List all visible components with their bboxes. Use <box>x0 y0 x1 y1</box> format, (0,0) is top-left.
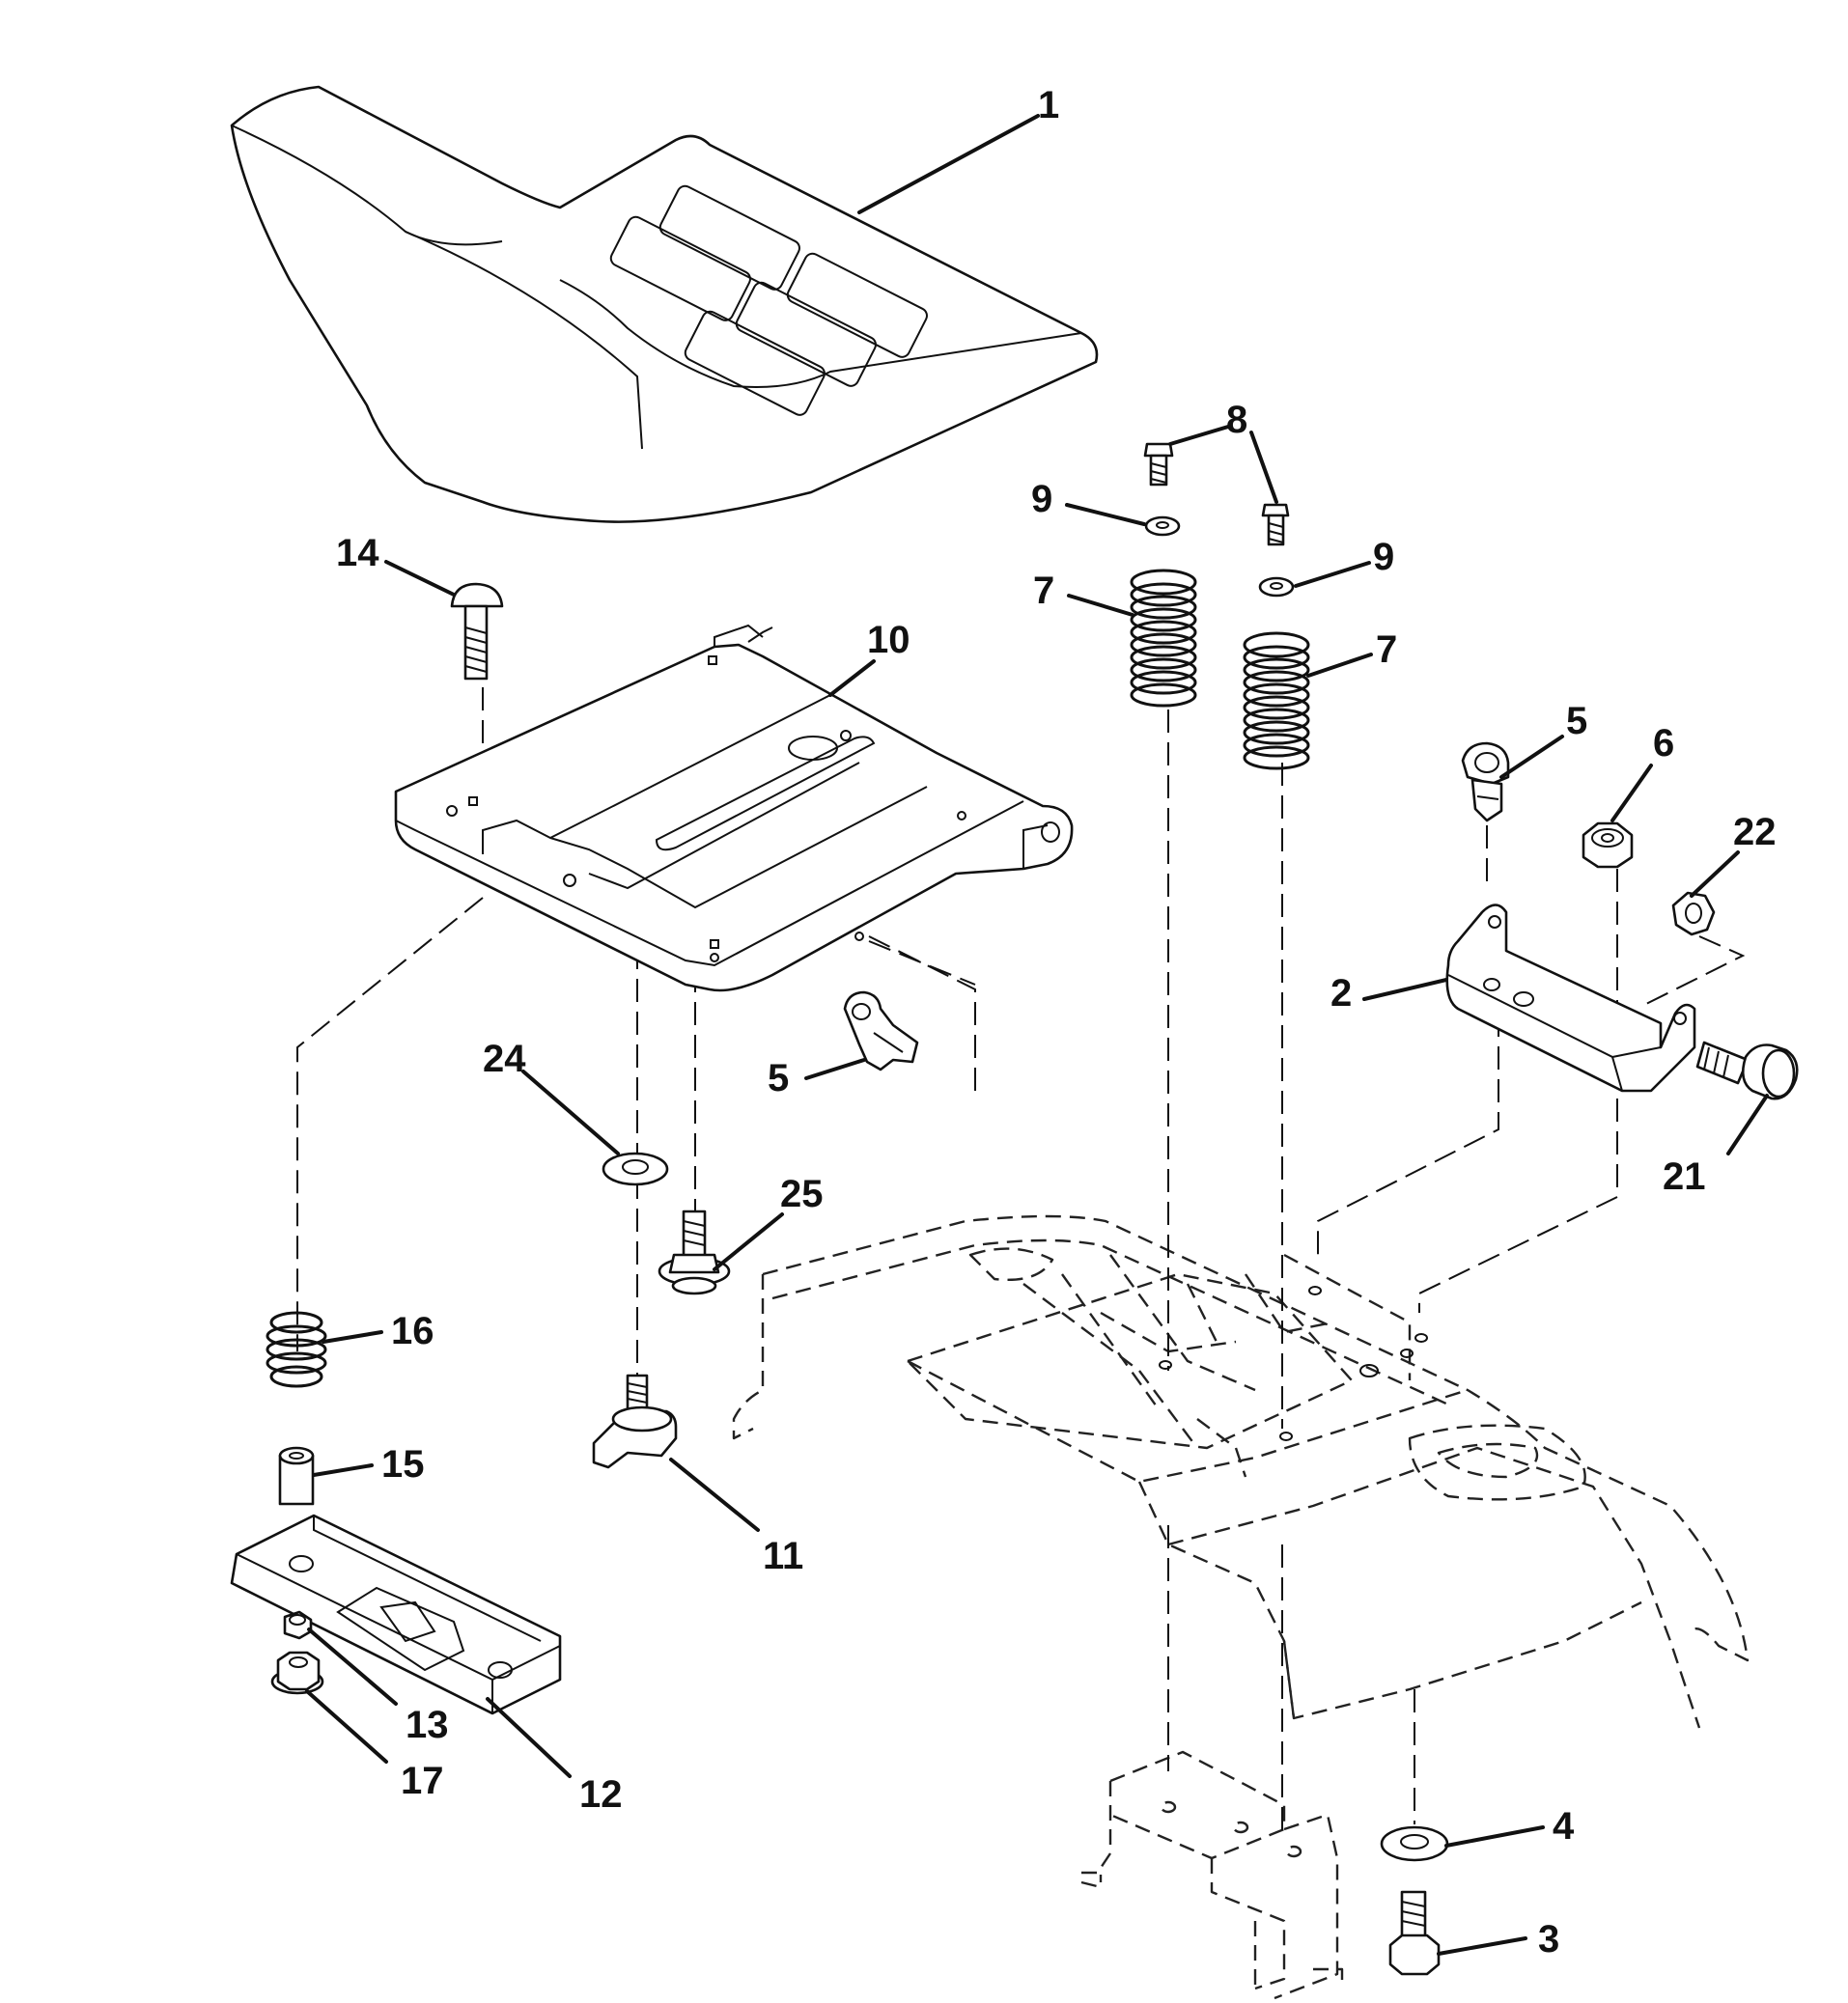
seat-pan <box>394 624 1074 992</box>
leader-lines <box>305 114 1769 1956</box>
seat <box>230 85 1099 523</box>
shoulder-bolt <box>1695 1041 1799 1100</box>
callout-1: 1 <box>1038 84 1059 126</box>
callout-24: 24 <box>483 1038 526 1080</box>
callout-8: 8 <box>1226 399 1247 441</box>
springs-7 <box>1130 569 1310 770</box>
small-spring-16 <box>266 1311 327 1388</box>
callout-7b: 7 <box>1376 628 1397 671</box>
flat-washer-24 <box>602 1152 669 1186</box>
callout-11: 11 <box>763 1535 803 1577</box>
spring-left <box>1130 569 1197 708</box>
callout-17: 17 <box>401 1760 444 1802</box>
callout-10: 10 <box>867 619 910 661</box>
callout-3: 3 <box>1538 1918 1559 1961</box>
callout-5a: 5 <box>1566 700 1587 742</box>
wing-knob <box>592 1374 678 1469</box>
spring-bolts <box>1143 442 1290 546</box>
callout-15: 15 <box>381 1443 425 1486</box>
callout-9a: 9 <box>1031 478 1052 520</box>
spacer-15 <box>278 1446 315 1506</box>
callout-16: 16 <box>391 1310 434 1352</box>
seat-bracket <box>1445 904 1696 1093</box>
callout-2: 2 <box>1330 972 1352 1015</box>
spring-right <box>1243 631 1310 770</box>
washer-4 <box>1380 1825 1449 1862</box>
bolt-3 <box>1388 1890 1441 1976</box>
bracket-plate <box>230 1514 562 1715</box>
lock-nut <box>1582 821 1634 869</box>
callout-5b: 5 <box>768 1057 789 1099</box>
fender-frame-phantom <box>732 1214 1750 2000</box>
callout-7a: 7 <box>1033 570 1054 612</box>
clip-lower <box>843 990 919 1071</box>
callout-13: 13 <box>406 1704 449 1746</box>
nut-13 <box>283 1610 313 1640</box>
callout-9b: 9 <box>1373 536 1394 578</box>
callout-6: 6 <box>1653 722 1674 765</box>
washers-9 <box>1144 515 1295 598</box>
callout-12: 12 <box>579 1773 623 1816</box>
callout-21: 21 <box>1663 1155 1706 1198</box>
clip-upper <box>1461 741 1510 822</box>
callout-22: 22 <box>1733 811 1777 853</box>
flange-bolt-25 <box>658 1210 731 1295</box>
carriage-bolt <box>450 582 504 681</box>
hex-nut <box>1671 891 1716 936</box>
flange-nut-17 <box>270 1651 324 1695</box>
callout-labels: 1 8 9 9 7 7 5 6 22 2 21 14 10 5 24 25 16… <box>336 84 1777 1961</box>
callout-4: 4 <box>1553 1805 1575 1848</box>
callout-25: 25 <box>780 1173 824 1215</box>
callout-14: 14 <box>336 532 379 574</box>
